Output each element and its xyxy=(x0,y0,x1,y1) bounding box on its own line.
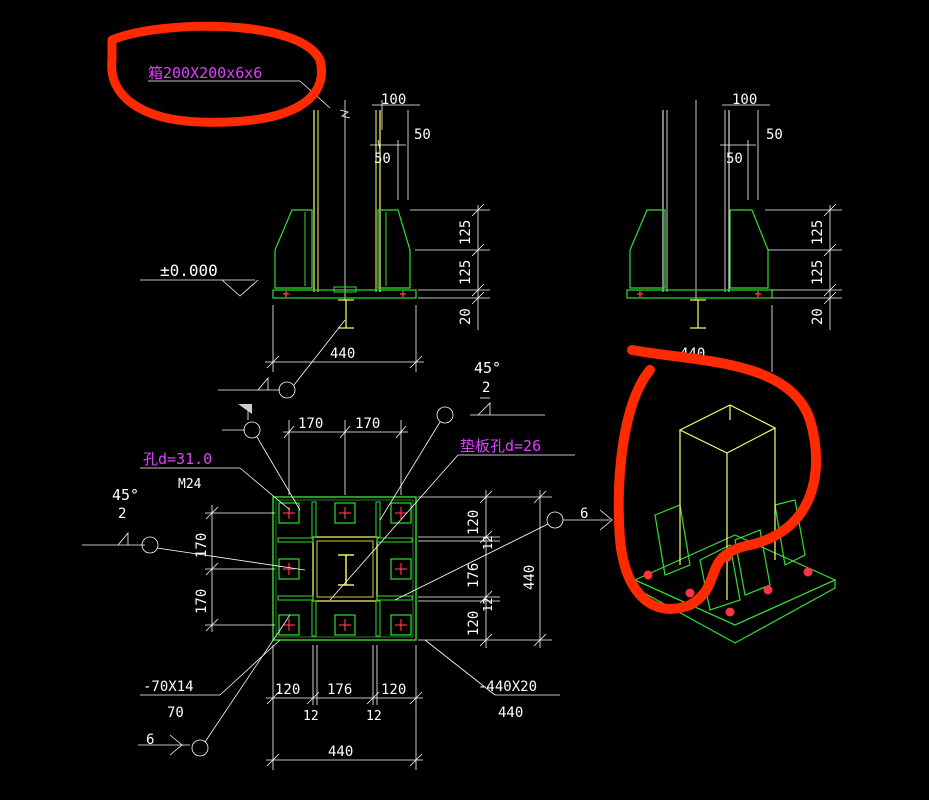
dim-440-elev-left: 440 xyxy=(330,346,355,362)
dim-120-right-top: 120 xyxy=(466,510,482,535)
dim-120-bottom-b: 120 xyxy=(381,682,406,698)
dim-50-a-left: 50 xyxy=(414,127,431,143)
elevation-view-right: 100 50 50 125 125 20 440 xyxy=(626,92,842,372)
weld-angle-top: 45° xyxy=(474,359,501,377)
dim-440-right: 440 xyxy=(522,565,538,590)
dim-120-bottom-a: 120 xyxy=(275,682,300,698)
weld6-bottom: 6 xyxy=(146,732,154,748)
elevation-view-left: 100 50 50 125 125 20 440 ±0.000 xyxy=(140,92,490,372)
weld-angle-left: 45° xyxy=(112,486,139,504)
dim-50-b-right: 50 xyxy=(726,151,743,167)
weld6-right: 6 xyxy=(580,506,588,522)
dim-170-left-a: 170 xyxy=(194,533,210,558)
dim-120-right-bottom: 120 xyxy=(466,611,482,636)
dim-125-top-left: 125 xyxy=(458,220,474,245)
rib-length-label: 70 xyxy=(167,705,184,721)
washer-hole-label: 垫板孔d=26 xyxy=(460,437,541,455)
plan-view: 170 170 170 170 xyxy=(194,416,552,770)
dim-125-bottom-right: 125 xyxy=(810,260,826,285)
dim-170-top-b: 170 xyxy=(355,416,380,432)
dim-176-bottom: 176 xyxy=(327,682,352,698)
bolt-label: M24 xyxy=(178,477,202,492)
isometric-view xyxy=(633,404,837,644)
section-label: 箱200X200x6x6 xyxy=(148,64,262,82)
weld-size-left: 2 xyxy=(118,506,126,522)
dim-50-a-right: 50 xyxy=(766,127,783,143)
base-length-label: 440 xyxy=(498,705,523,721)
dim-50-b-left: 50 xyxy=(374,151,391,167)
dim-125-top-right: 125 xyxy=(810,220,826,245)
hole-label: 孔d=31.0 xyxy=(143,450,212,468)
iso-highlight-circle xyxy=(613,345,822,614)
rib-plate-label: -70X14 xyxy=(143,679,194,695)
dim-12-bottom-a: 12 xyxy=(303,709,319,724)
dim-12-right-bottom: 12 xyxy=(481,598,495,612)
dim-125-bottom-left: 125 xyxy=(458,260,474,285)
section-highlight-circle xyxy=(107,21,326,127)
dim-176-right: 176 xyxy=(466,563,482,588)
dim-20-left: 20 xyxy=(458,308,474,325)
weld-size-top: 2 xyxy=(482,380,490,396)
dim-12-right-top: 12 xyxy=(481,536,495,550)
dim-100-left: 100 xyxy=(381,92,406,108)
dim-170-top-a: 170 xyxy=(298,416,323,432)
dim-440-bottom: 440 xyxy=(328,744,353,760)
base-plate-label: -440X20 xyxy=(478,679,537,695)
dim-12-bottom-b: 12 xyxy=(366,709,382,724)
plan-annotations xyxy=(82,319,613,757)
dim-20-right: 20 xyxy=(810,308,826,325)
dim-100-right: 100 xyxy=(732,92,757,108)
elevation-label: ±0.000 xyxy=(160,261,218,280)
flag-icon xyxy=(238,404,252,414)
dim-170-left-b: 170 xyxy=(194,589,210,614)
